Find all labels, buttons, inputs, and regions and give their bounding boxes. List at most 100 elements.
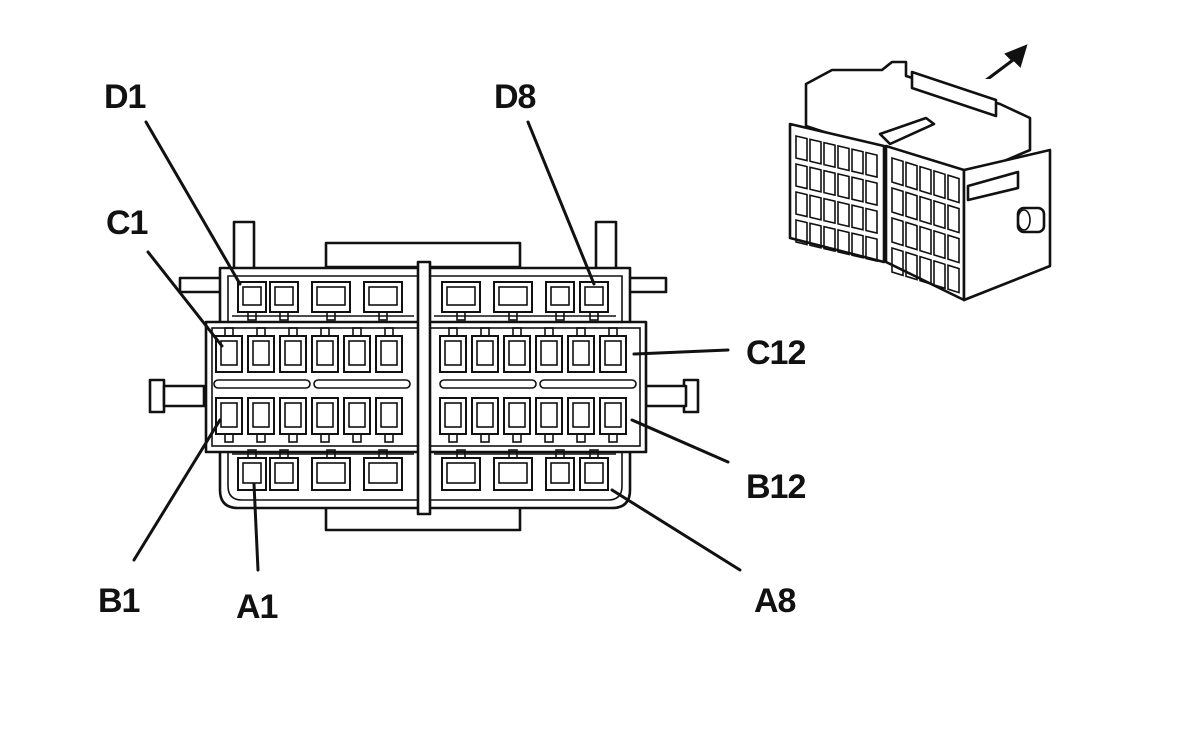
- a-terminal: [493, 449, 533, 491]
- d-row-terminals: [237, 281, 609, 321]
- a-terminal: [579, 449, 609, 491]
- iso-cell: [919, 255, 932, 286]
- label-c12: C12: [746, 334, 805, 372]
- right-peg: [644, 384, 688, 408]
- a-terminal: [311, 449, 351, 491]
- iso-cell: [865, 179, 878, 207]
- a-row-terminals: [237, 449, 609, 491]
- leader-a1: [252, 482, 260, 572]
- label-b12: B12: [746, 468, 805, 506]
- iso-cell: [795, 190, 808, 218]
- iso-cell: [891, 186, 904, 217]
- d-terminal: [363, 281, 403, 321]
- a-terminal: [545, 449, 575, 491]
- d-terminal: [311, 281, 351, 321]
- iso-cell: [795, 162, 808, 190]
- iso-cell: [891, 156, 904, 187]
- leader-d8: [526, 120, 596, 286]
- b-terminal: [471, 397, 499, 443]
- iso-cell: [905, 221, 918, 251]
- b-terminal: [503, 397, 531, 443]
- c-terminal: [247, 327, 275, 373]
- b-terminal: [311, 397, 339, 443]
- direction-arrow-icon: [985, 44, 1028, 79]
- c-terminal: [343, 327, 371, 373]
- connector-front-view: [148, 220, 700, 532]
- b-row-terminals: [215, 397, 627, 443]
- b-terminal: [343, 397, 371, 443]
- iso-cell: [933, 259, 946, 290]
- label-d8: D8: [494, 78, 536, 116]
- iso-cell: [795, 134, 808, 162]
- d-terminal: [493, 281, 533, 321]
- iso-cell: [795, 218, 808, 246]
- label-b1: B1: [98, 582, 140, 620]
- c-terminal: [567, 327, 595, 373]
- iso-cell: [947, 174, 960, 204]
- iso-cell: [905, 161, 918, 191]
- iso-cell: [823, 169, 836, 197]
- iso-cell: [905, 251, 918, 281]
- iso-cell: [823, 197, 836, 225]
- iso-cell: [837, 144, 850, 172]
- a-terminal: [363, 449, 403, 491]
- iso-left-front-face: [788, 122, 886, 264]
- leader-d1: [144, 120, 242, 286]
- left-peg: [162, 384, 206, 408]
- iso-cell: [919, 195, 932, 226]
- iso-top-latch: [910, 70, 998, 118]
- iso-cell: [933, 169, 946, 200]
- iso-cell: [809, 222, 822, 249]
- label-c1: C1: [106, 204, 148, 242]
- b-terminal: [247, 397, 275, 443]
- leader-a8: [610, 488, 742, 572]
- iso-cell: [809, 138, 822, 165]
- c-row-terminals: [215, 327, 627, 373]
- c-terminal: [471, 327, 499, 373]
- iso-cell: [809, 194, 822, 221]
- iso-rib: [878, 116, 936, 146]
- iso-cell: [837, 200, 850, 228]
- iso-cell: [837, 228, 850, 256]
- iso-cell: [933, 199, 946, 230]
- iso-cell: [809, 166, 822, 193]
- c-terminal: [535, 327, 563, 373]
- iso-cell: [947, 234, 960, 264]
- iso-right-front-face: [884, 144, 966, 302]
- d-terminal: [269, 281, 299, 321]
- iso-cell: [865, 235, 878, 263]
- iso-cell: [919, 165, 932, 196]
- d-terminal: [237, 281, 267, 321]
- c-terminal: [279, 327, 307, 373]
- a-terminal: [441, 449, 481, 491]
- b-terminal: [567, 397, 595, 443]
- iso-terminal-cells: [795, 134, 960, 294]
- iso-cell: [933, 229, 946, 260]
- iso-side-peg: [1016, 206, 1046, 234]
- iso-cell: [891, 246, 904, 277]
- iso-cell: [865, 151, 878, 179]
- c-terminal: [375, 327, 403, 373]
- b-terminal: [439, 397, 467, 443]
- b-terminal: [279, 397, 307, 443]
- label-a8: A8: [754, 582, 796, 620]
- pin-labels: D1 D8 C1 C12 B1 B12 A1 A8: [98, 78, 806, 626]
- iso-cell: [837, 172, 850, 200]
- leader-c1: [146, 250, 224, 348]
- c-terminal: [439, 327, 467, 373]
- iso-cell: [919, 225, 932, 256]
- b-terminal: [215, 397, 243, 443]
- iso-cell: [851, 148, 864, 175]
- b-terminal: [535, 397, 563, 443]
- label-a1: A1: [236, 588, 278, 626]
- d-terminal: [545, 281, 575, 321]
- leader-b1: [132, 418, 222, 562]
- iso-cell: [947, 204, 960, 234]
- d-terminal: [441, 281, 481, 321]
- c-terminal: [599, 327, 627, 373]
- iso-lever: [966, 170, 1020, 202]
- left-peg-cap: [148, 378, 166, 414]
- iso-cell: [823, 141, 836, 169]
- iso-cell: [865, 207, 878, 235]
